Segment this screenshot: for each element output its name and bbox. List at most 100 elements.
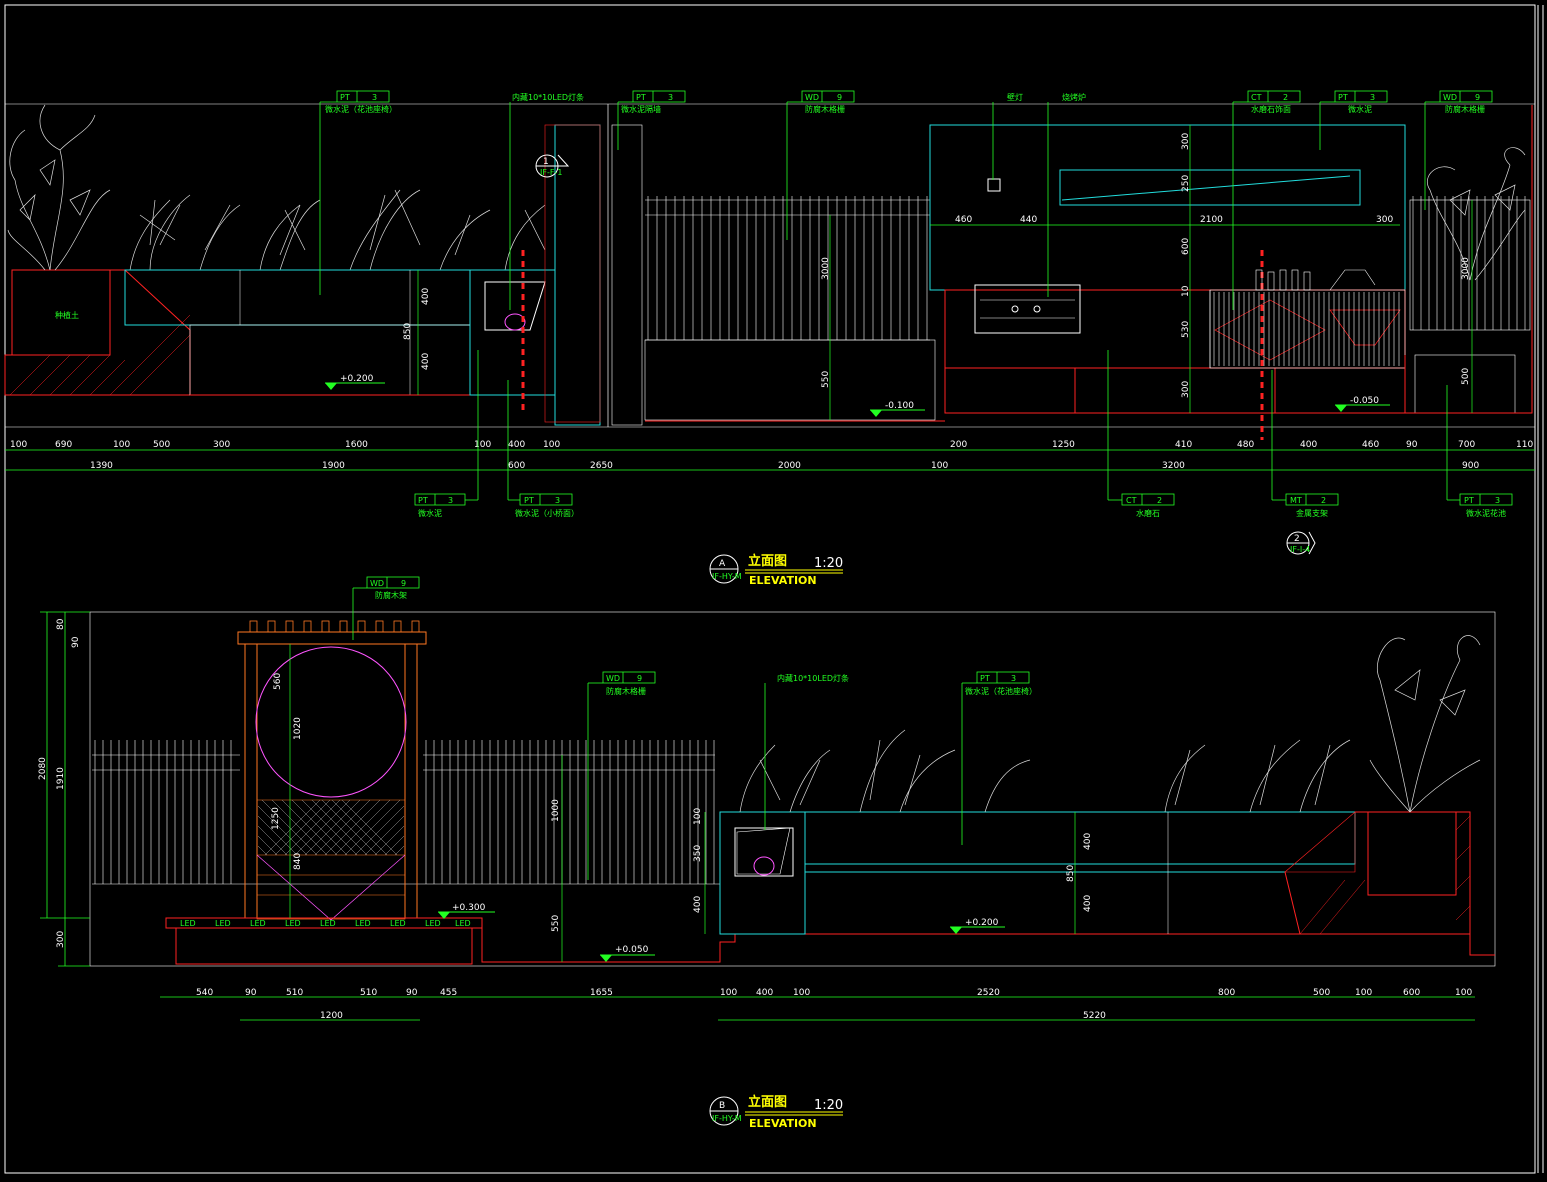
level-a-3: -0.050 <box>1350 396 1379 406</box>
lattice-line <box>274 800 331 855</box>
dim-a-1: 100 <box>10 440 27 450</box>
title-a-scale: 1:20 <box>814 556 843 571</box>
callouts-b-texts: WD 9 防腐木架 WD 9 防腐木格栅 内藏10*10LED灯条 PT 3 微… <box>370 579 1037 696</box>
lattice-line <box>304 800 361 855</box>
lattice-line <box>374 825 404 855</box>
lattice-line <box>331 800 388 855</box>
callout-a1-code: PT <box>340 93 350 102</box>
callout-a1-num: 3 <box>372 93 377 102</box>
dim-a-12: 410 <box>1175 440 1192 450</box>
callout-b2-num: 9 <box>637 674 642 683</box>
lattice-line <box>324 800 381 855</box>
callout-a8-text: 微水泥 <box>1348 104 1372 114</box>
callout-b4-num: 3 <box>1011 674 1016 683</box>
lattice-line <box>291 800 348 855</box>
callout-a6-text: 烧烤炉 <box>1062 92 1086 102</box>
planter-soil-label: 种植土 <box>55 310 79 320</box>
elevation-a: 种植土 <box>4 90 1535 587</box>
dim-b-6: 455 <box>440 988 457 998</box>
callout-texts-top-a: PT 3 微水泥（花池座椅） 内藏10*10LED灯条 PT 3 微水泥隔墙 W… <box>325 92 1485 114</box>
callout-b2-code: WD <box>606 674 620 683</box>
level-a-1: +0.200 <box>340 374 374 384</box>
hdim-a-3: 2100 <box>1200 215 1223 225</box>
dim-b-5: 90 <box>406 988 418 998</box>
left-vdims-b <box>40 611 90 967</box>
callout-ab5-code: PT <box>1464 496 1474 505</box>
dim-a-2: 690 <box>55 440 72 450</box>
callout-ab5-text: 微水泥花池 <box>1466 508 1506 518</box>
led-label-9: LED <box>455 919 471 928</box>
vdim-a-1: 400 <box>421 288 431 305</box>
inner-vdims-b: 560 1020 1250 840 1000 550 100 350 400 8… <box>271 644 1093 962</box>
callout-b1-num: 9 <box>401 579 406 588</box>
callout-a3-code: PT <box>636 93 646 102</box>
dimension-texts-b: 540 90 510 510 90 455 1655 100 400 100 2… <box>196 988 1472 1021</box>
hdim-a-1: 460 <box>955 215 972 225</box>
lattice-line <box>354 805 404 855</box>
callout-a3-text: 微水泥隔墙 <box>621 104 661 114</box>
dim-a-row2-5: 2000 <box>778 461 801 471</box>
lattice-line <box>321 800 378 855</box>
ivdim-b-6: 550 <box>551 915 561 932</box>
led-labels: LED LED LED LED LED LED LED LED LED <box>180 919 471 928</box>
callout-a9-num: 9 <box>1475 93 1480 102</box>
vdim-a-8: 600 <box>1181 238 1191 255</box>
callout-ab4-text: 金属支架 <box>1296 508 1328 518</box>
callout-ab3-text: 水磨石 <box>1136 508 1160 518</box>
dim-a-row2-4: 2650 <box>590 461 613 471</box>
section-mark-2: 2 IF-I-4 <box>1286 531 1316 555</box>
section-mark-2-num: 2 <box>1294 534 1300 544</box>
callout-texts-bottom-a: PT 3 微水泥 PT 3 微水泥（小桥面） CT 2 水磨石 MT 2 金属支… <box>418 496 1506 518</box>
title-a-marker: A <box>719 559 726 569</box>
lattice-line <box>301 800 358 855</box>
dim-a-6: 1600 <box>345 440 368 450</box>
dim-a-row2-6: 100 <box>931 461 948 471</box>
vdim-a-5: 550 <box>821 371 831 388</box>
ivdim-b-12: 400 <box>1083 895 1093 912</box>
lattice-line <box>284 800 341 855</box>
dim-a-10: 200 <box>950 440 967 450</box>
dim-b-9: 400 <box>756 988 773 998</box>
title-block-b: B IF-HY-M 立面图 1:20 ELEVATION <box>709 1094 843 1130</box>
ivdim-b-9: 400 <box>693 896 703 913</box>
lattice-line <box>311 800 368 855</box>
dimension-texts-a: 100 690 100 500 300 1600 100 400 100 200… <box>10 440 1533 471</box>
lattice-line <box>182 800 237 855</box>
dimension-lines-b <box>160 996 1475 1021</box>
wood-fence-b-right <box>425 740 715 884</box>
sheet-frame <box>4 4 1544 1174</box>
callout-a8-code: PT <box>1338 93 1348 102</box>
callout-ab1-text: 微水泥 <box>418 508 442 518</box>
dim-b-2: 90 <box>245 988 257 998</box>
dim-b-row2-1: 1200 <box>320 1011 343 1021</box>
dim-a-8: 400 <box>508 440 525 450</box>
dim-b-8: 100 <box>720 988 737 998</box>
led-label-4: LED <box>285 919 301 928</box>
dim-a-3: 100 <box>113 440 130 450</box>
callout-ab4-num: 2 <box>1321 496 1326 505</box>
vdim-a-6: 300 <box>1181 133 1191 150</box>
callout-ab1-code: PT <box>418 496 428 505</box>
fence-b-rails <box>92 754 720 885</box>
callout-ab2-code: PT <box>524 496 534 505</box>
title-a-sub: IF-HY-M <box>712 572 742 581</box>
level-markers-a: +0.200 -0.100 -0.050 <box>325 374 1390 417</box>
vdim-a-4: 3000 <box>821 257 831 280</box>
callouts-top-a <box>319 90 1493 310</box>
dim-a-16: 90 <box>1406 440 1418 450</box>
title-a-en: ELEVATION <box>749 574 817 587</box>
dim-b-row2-2: 5220 <box>1083 1011 1106 1021</box>
title-b-cn: 立面图 <box>748 1094 787 1110</box>
dim-a-17: 700 <box>1458 440 1475 450</box>
wood-fence-b-left <box>94 740 232 884</box>
lattice-line <box>425 800 480 855</box>
dim-a-row2-3: 600 <box>508 461 525 471</box>
planter-box-right-b <box>1284 811 1471 935</box>
section-mark-2-sub: IF-I-4 <box>1290 545 1310 554</box>
vdim-a-9: 10 <box>1181 285 1191 297</box>
bench-seat-b <box>804 811 1356 934</box>
ivdim-b-2: 1020 <box>293 717 303 740</box>
ivdim-b-5: 1000 <box>551 799 561 822</box>
callout-b2-text: 防腐木格栅 <box>606 686 646 696</box>
callout-ab5-num: 3 <box>1495 496 1500 505</box>
